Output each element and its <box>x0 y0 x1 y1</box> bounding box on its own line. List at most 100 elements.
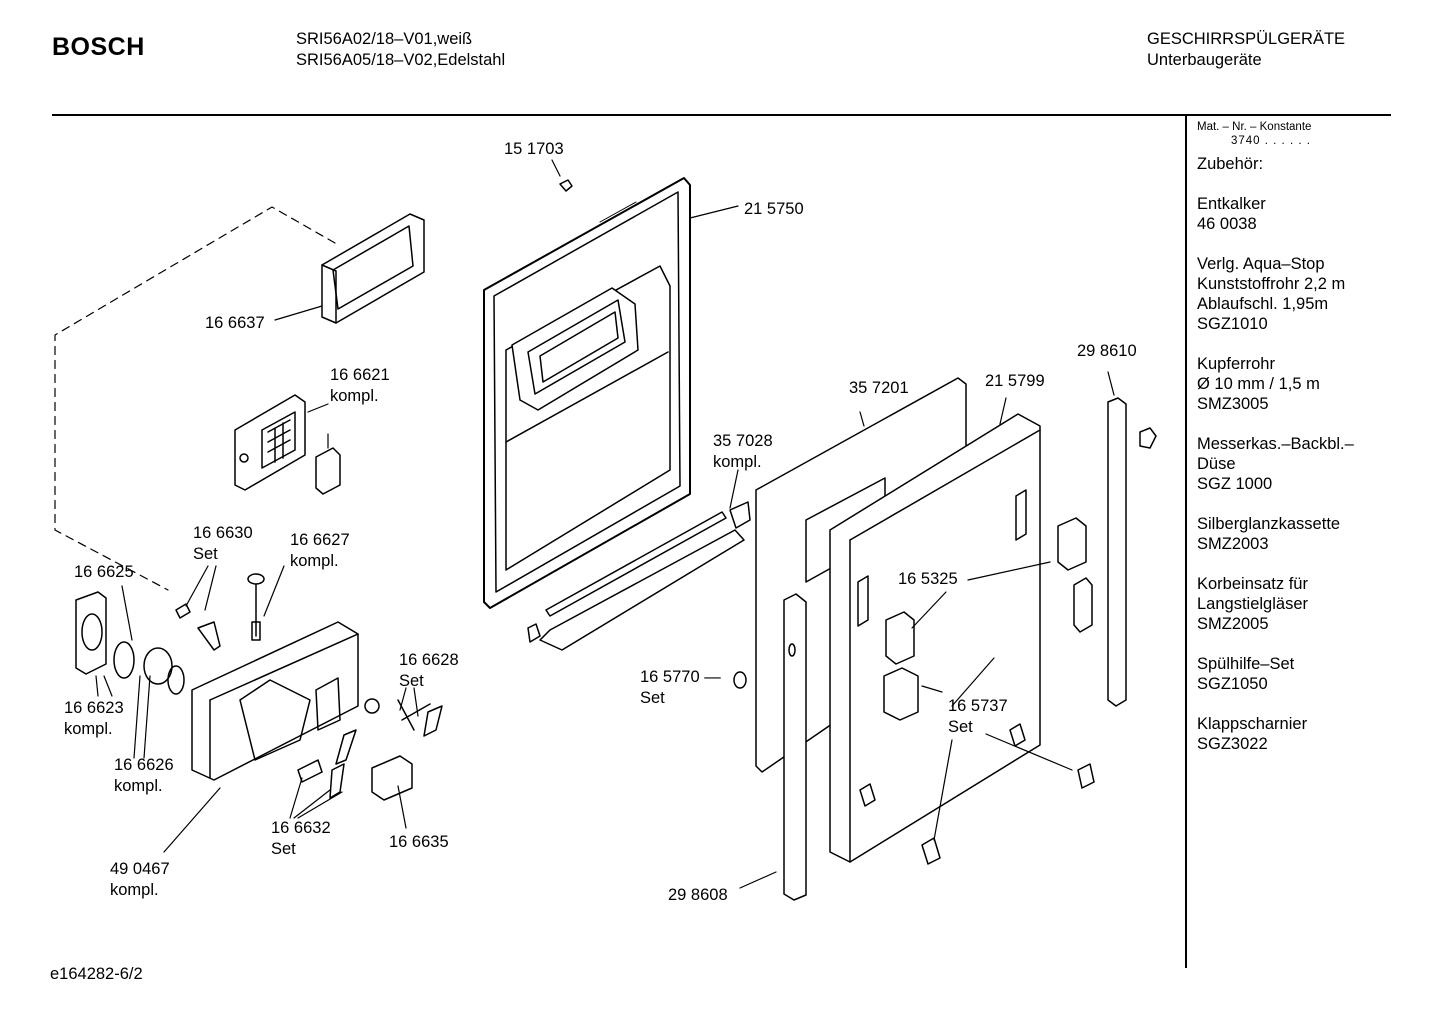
part-label-298608: 29 8608 <box>668 886 728 904</box>
vent-housing-drawing <box>234 394 341 495</box>
dispenser-cap-drawings <box>75 591 185 695</box>
accessory-description: Messerkas.–Backbl.– <box>1197 435 1354 453</box>
accessory-description: Ø 10 mm / 1,5 m <box>1197 375 1320 393</box>
door-rail-drawing <box>527 501 751 651</box>
part-number: 16 5770 — <box>640 668 721 686</box>
part-suffix: kompl. <box>114 777 163 795</box>
part-label-215799: 21 5799 <box>985 372 1045 390</box>
part-suffix: kompl. <box>110 881 159 899</box>
screw-drawing <box>559 179 573 192</box>
model-line-1: SRI56A02/18–V01,weiß <box>296 30 473 48</box>
accessory-part-number: SMZ2003 <box>1197 535 1269 553</box>
accessory-description: Ablaufschl. 1,95m <box>1197 295 1329 313</box>
header-divider <box>52 114 1391 116</box>
accessory-description: Kunststoffrohr 2,2 m <box>1197 275 1346 293</box>
part-suffix: kompl. <box>330 387 379 405</box>
part-suffix: Set <box>193 545 218 563</box>
part-suffix: Set <box>399 672 424 690</box>
category-title: GESCHIRRSPÜLGERÄTE <box>1147 30 1346 48</box>
part-label-490467: 49 0467 kompl. <box>110 859 170 901</box>
accessory-description: Klappscharnier <box>1197 715 1308 733</box>
small-parts-drawings <box>175 573 443 801</box>
accessory-description: Spülhilfe–Set <box>1197 655 1295 673</box>
part-label-166635: 16 6635 <box>389 833 449 851</box>
part-suffix: Set <box>271 840 296 858</box>
document-id: e164282-6/2 <box>50 965 143 983</box>
part-suffix: kompl. <box>64 720 113 738</box>
part-number: 16 6628 <box>399 651 459 669</box>
accessories-sidebar: Mat. – Nr. – Konstante 3740 . . . . . . … <box>1197 120 1387 754</box>
part-label-166626: 16 6626 kompl. <box>114 755 174 797</box>
sidebar-divider <box>1185 116 1187 968</box>
part-number: 16 6632 <box>271 819 331 837</box>
part-suffix: Set <box>640 689 665 707</box>
accessory-item: Kupferrohr Ø 10 mm / 1,5 m SMZ3005 <box>1197 354 1387 414</box>
accessory-part-number: SGZ1010 <box>1197 315 1268 333</box>
part-label-298610: 29 8610 <box>1077 342 1137 360</box>
accessory-description: Düse <box>1197 455 1236 473</box>
part-label-166621: 16 6621 kompl. <box>330 365 390 407</box>
accessory-part-number: SMZ3005 <box>1197 395 1269 413</box>
part-number: 16 6627 <box>290 531 350 549</box>
part-number: 16 5737 <box>948 697 1008 715</box>
mat-nr-label: Mat. – Nr. – Konstante <box>1197 121 1312 133</box>
part-suffix: Set <box>948 718 973 736</box>
part-number: 16 6623 <box>64 699 124 717</box>
accessory-item: Entkalker 46 0038 <box>1197 194 1387 234</box>
subcategory-title: Unterbaugeräte <box>1147 51 1262 69</box>
part-label-151703: 15 1703 <box>504 140 564 158</box>
detergent-dispenser-drawing <box>191 621 359 781</box>
part-label-357028: 35 7028 kompl. <box>713 431 773 473</box>
accessory-part-number: SGZ1050 <box>1197 675 1268 693</box>
part-number: 16 6630 <box>193 524 253 542</box>
accessory-part-number: 46 0038 <box>1197 215 1257 233</box>
model-line-2: SRI56A05/18–V02,Edelstahl <box>296 51 506 69</box>
accessory-part-number: SGZ3022 <box>1197 735 1268 753</box>
side-strip-left-drawing <box>733 593 807 901</box>
mat-nr-value: 3740 . . . . . . <box>1231 135 1311 147</box>
part-label-215750: 21 5750 <box>744 200 804 218</box>
part-label-166625: 16 6625 <box>74 563 134 581</box>
side-strip-right-drawing <box>1107 397 1157 707</box>
front-panel-drawing <box>829 413 1041 863</box>
accessory-description: Silberglanzkassette <box>1197 515 1341 533</box>
hinge-drawings <box>883 517 1095 865</box>
accessory-description: Kupferrohr <box>1197 355 1275 373</box>
part-suffix: kompl. <box>713 453 762 471</box>
part-label-165770: 16 5770 — Set <box>640 667 721 709</box>
part-number: 35 7028 <box>713 432 773 450</box>
accessory-part-number: SMZ2005 <box>1197 615 1269 633</box>
accessory-description: Langstielgläser <box>1197 595 1308 613</box>
frame-part-drawing <box>321 213 425 324</box>
part-label-357201: 35 7201 <box>849 379 909 397</box>
part-label-166637: 16 6637 <box>205 314 265 332</box>
part-suffix: kompl. <box>290 552 339 570</box>
accessory-description: Korbeinsatz für <box>1197 575 1308 593</box>
part-number: 16 6621 <box>330 366 390 384</box>
accessories-title: Zubehör: <box>1197 155 1264 173</box>
accessory-description: Entkalker <box>1197 195 1266 213</box>
accessory-part-number: SGZ 1000 <box>1197 475 1273 493</box>
brand-logo: BOSCH <box>52 33 145 61</box>
assembly-dashed-line <box>54 206 336 591</box>
part-label-166623: 16 6623 kompl. <box>64 698 124 740</box>
accessory-description: Verlg. Aqua–Stop <box>1197 255 1325 273</box>
part-number: 16 6626 <box>114 756 174 774</box>
part-number: 49 0467 <box>110 860 170 878</box>
leader-lines <box>95 159 1115 889</box>
part-label-165325: 16 5325 <box>898 570 958 588</box>
part-label-166627: 16 6627 kompl. <box>290 530 350 572</box>
inner-door-drawing <box>483 177 691 609</box>
